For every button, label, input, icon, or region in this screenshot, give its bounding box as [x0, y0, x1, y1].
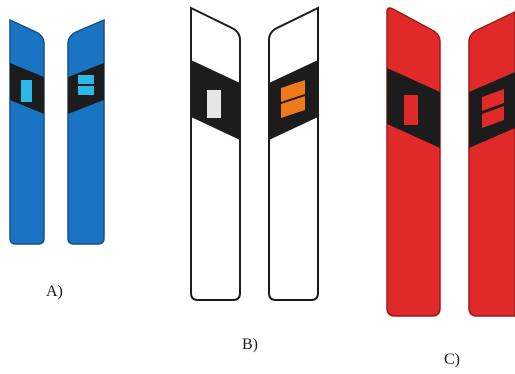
caption-a: A): [46, 283, 63, 300]
caption-b: B): [242, 336, 258, 353]
reflector-b-right-lower: [281, 96, 305, 118]
reflector-a-right-lower: [78, 86, 94, 95]
post-b-left: [190, 6, 241, 301]
reflector-c-left: [404, 95, 418, 125]
group-c-posts: [386, 7, 515, 317]
reflector-a-left: [21, 80, 32, 102]
reflector-a-right-upper: [78, 75, 94, 84]
reflector-b-left: [207, 90, 221, 118]
group-b-posts: [190, 6, 319, 301]
reflector-b-right-upper: [281, 80, 305, 102]
post-c-right: [468, 11, 515, 317]
reflector-c-right-upper: [482, 89, 504, 111]
post-a-left: [9, 18, 45, 245]
post-c-left: [386, 7, 441, 317]
reflector-c-right-lower: [482, 106, 504, 128]
post-b-right: [268, 6, 319, 301]
group-a-posts: [9, 18, 105, 245]
post-a-right: [67, 18, 105, 245]
caption-c: C): [444, 351, 460, 368]
